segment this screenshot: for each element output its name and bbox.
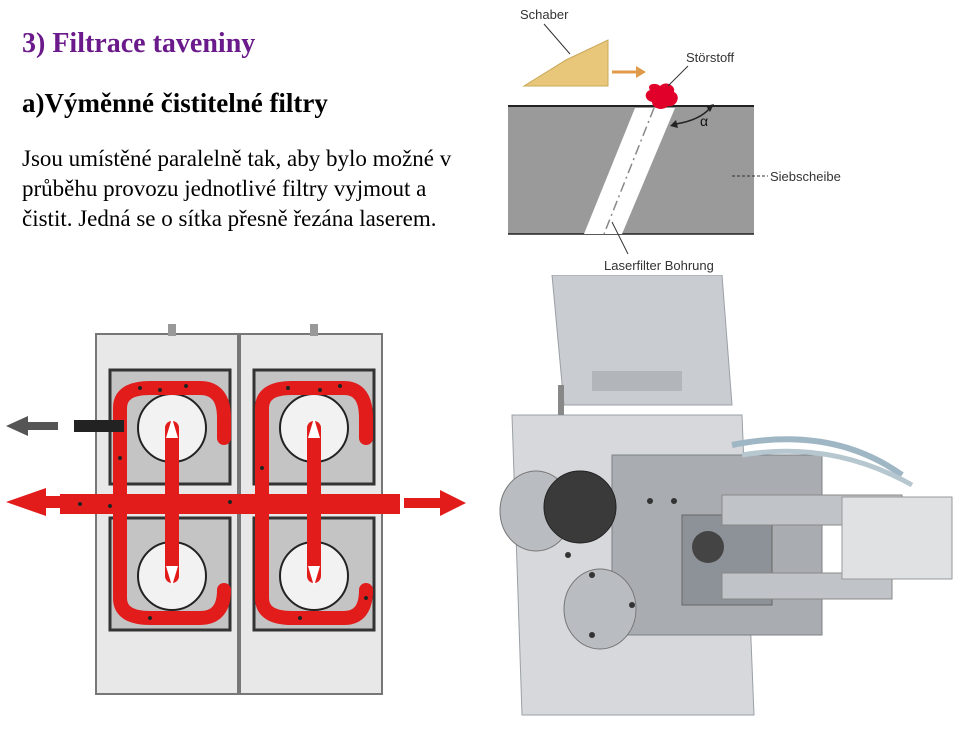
label-angle-alpha: α: [700, 113, 708, 129]
label-scraper: Schaber: [520, 7, 569, 22]
laser-filter-diagram-svg: Schaber Störstoff α Siebscheibe Laserfil…: [500, 0, 852, 275]
laser-filter-diagram: Schaber Störstoff α Siebscheibe Laserfil…: [500, 0, 852, 275]
screen-mesh-insert: [543, 470, 617, 544]
screen-carrier-bottom: [563, 568, 637, 650]
melt-port: [692, 531, 724, 563]
outlet-arrow-right: [440, 490, 466, 516]
machine-illustration-svg: [472, 274, 960, 733]
flow-schematic-svg: [0, 318, 472, 698]
contaminant-blob: [645, 83, 678, 109]
discharge-pipe: [74, 420, 124, 432]
hydraulic-hoses: [731, 436, 904, 478]
slide-title: 3) Filtrace taveniny: [22, 28, 256, 59]
inlet-arrow-left: [6, 488, 60, 516]
scraper-shape: [522, 39, 609, 87]
control-box: [841, 496, 953, 580]
discharge-arrow: [6, 416, 28, 436]
label-contaminant: Störstoff: [686, 50, 735, 65]
slide-subtitle: a)Výměnné čistitelné filtry: [22, 88, 328, 118]
label-screen-disc: Siebscheibe: [770, 169, 841, 184]
screen-changer-flow-schematic: [0, 318, 472, 698]
label-laser-bore: Laserfilter Bohrung: [604, 258, 714, 273]
slide-body-text: Jsou umístěné paralelně tak, aby bylo mo…: [22, 146, 452, 231]
screen-changer-machine-illustration: [472, 274, 960, 733]
